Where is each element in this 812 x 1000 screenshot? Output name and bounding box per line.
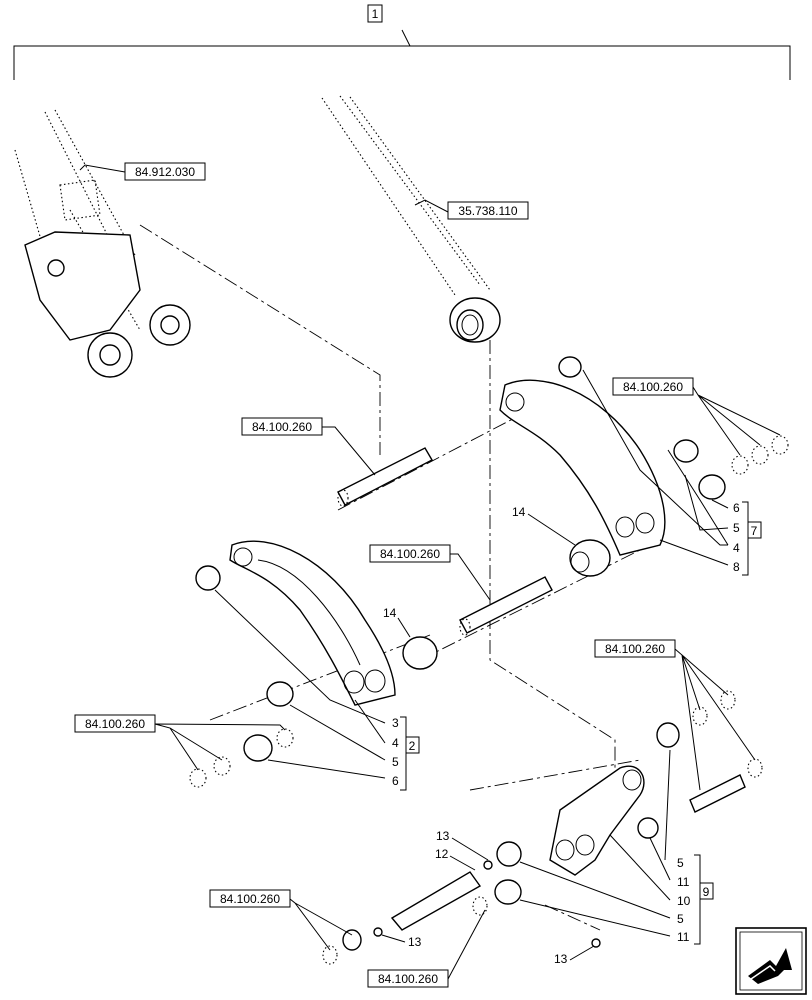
ref-label-bottom: 84.100.260 — [367, 909, 486, 988]
callout-13-middle: 13 — [408, 935, 422, 949]
lever-lower-right — [322, 690, 763, 965]
group-7-callouts: 6 5 4 8 7 — [582, 369, 762, 576]
group-7-box: 7 — [751, 524, 758, 538]
callout-12: 12 — [435, 847, 449, 861]
ref-text: 84.100.260 — [623, 380, 683, 394]
callout-13-bottom: 13 — [554, 952, 568, 966]
ref-label-bottom-left: 84.100.260 — [209, 889, 353, 951]
ref-text: 84.100.260 — [378, 972, 438, 986]
boom-cylinder-right — [321, 95, 501, 343]
group-9-item-1: 5 — [677, 856, 684, 870]
group-2-box: 2 — [409, 739, 416, 753]
group-2-item-4: 6 — [392, 774, 399, 788]
assembly-index: 1 — [372, 7, 379, 21]
curved-link-upper — [499, 356, 789, 577]
next-page-arrow-icon[interactable] — [735, 927, 807, 995]
ref-label-lower-right: 84.100.260 — [594, 639, 756, 791]
ref-text: 84.100.260 — [220, 892, 280, 906]
group-2-item-1: 3 — [392, 716, 399, 730]
ref-text: 84.912.030 — [135, 165, 195, 179]
group-9-item-2: 11 — [677, 875, 690, 889]
group-2-callouts: 3 4 5 6 2 — [214, 589, 420, 791]
curved-link-left — [189, 540, 438, 788]
boom-arm-left — [14, 109, 191, 378]
ref-text: 84.100.260 — [380, 547, 440, 561]
ref-text: 84.100.260 — [605, 642, 665, 656]
callout-13-upper: 13 — [436, 829, 450, 843]
ref-label-lower-left: 84.100.260 — [74, 714, 286, 771]
group-2-item-3: 5 — [392, 755, 399, 769]
single-callouts: 14 14 13 12 13 13 — [381, 505, 595, 966]
group-2-item-2: 4 — [392, 736, 399, 750]
ref-label-upper-right: 84.100.260 — [612, 377, 781, 456]
callout-14-upper: 14 — [512, 505, 526, 519]
ref-text: 84.100.260 — [85, 717, 145, 731]
ref-label-cylinder: 35.738.110 — [414, 199, 529, 220]
group-9-item-3: 10 — [677, 894, 691, 908]
ref-label-upper-pin: 84.100.260 — [241, 417, 376, 476]
ref-text: 35.738.110 — [458, 204, 517, 218]
ref-label-boom-arm: 84.912.030 — [79, 162, 206, 181]
assembly-bracket: 1 — [13, 4, 791, 80]
ref-text: 84.100.260 — [252, 420, 312, 434]
pin-middle — [459, 576, 553, 636]
group-7-item-2: 5 — [733, 521, 740, 535]
group-9-item-5: 11 — [677, 930, 690, 944]
ref-label-middle-pin: 84.100.260 — [369, 544, 491, 601]
group-7-item-3: 4 — [733, 541, 740, 555]
pin-upper-left — [337, 447, 433, 507]
group-7-item-4: 8 — [733, 560, 740, 574]
group-7-item-1: 6 — [733, 501, 740, 515]
group-9-callouts: 5 11 10 5 11 9 — [519, 749, 714, 945]
group-9-box: 9 — [703, 885, 710, 899]
callout-14-lower: 14 — [383, 606, 397, 620]
group-9-item-4: 5 — [677, 912, 684, 926]
